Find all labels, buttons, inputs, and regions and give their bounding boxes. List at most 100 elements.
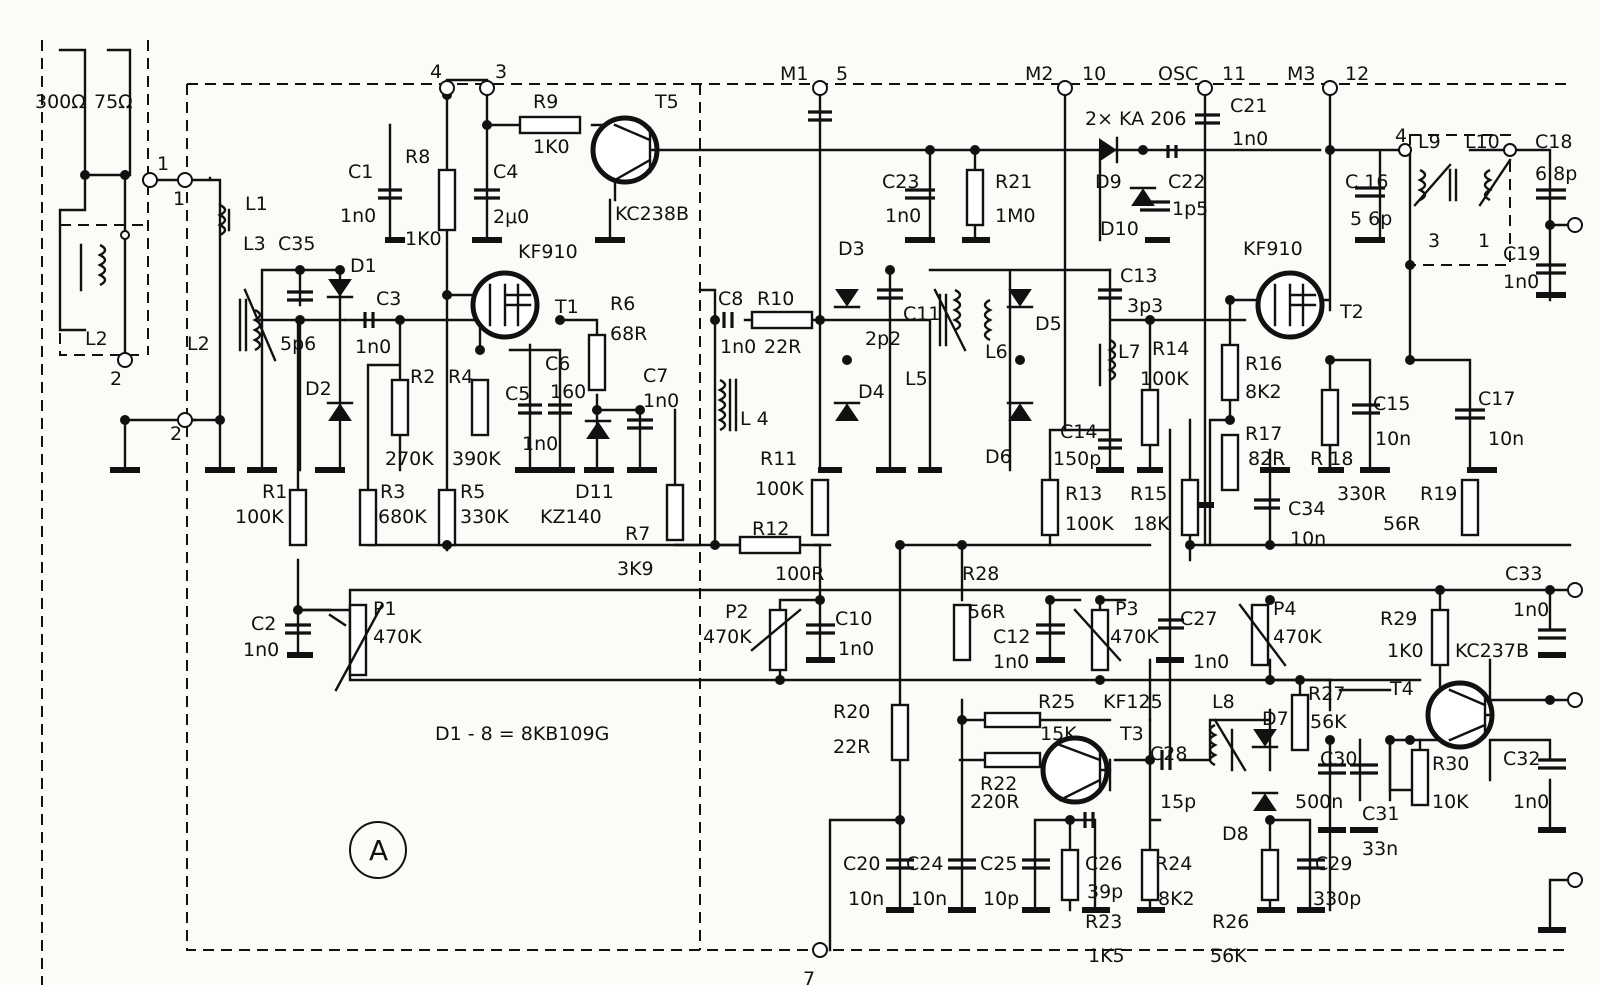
label-r26: R26 — [1212, 911, 1249, 933]
label-c25: C25 — [980, 853, 1017, 875]
label-1n0-c2: 1n0 — [243, 639, 279, 661]
label-22r-r20: 22R — [833, 736, 870, 758]
label-l7: L7 — [1118, 341, 1141, 363]
label-c32: C32 — [1503, 748, 1540, 770]
label-100k-r14: 100K — [1140, 368, 1189, 390]
label-l9-pin3: 3 — [1428, 230, 1440, 252]
label-100r: 100R — [775, 563, 824, 585]
label-pin-1b: 1 — [173, 188, 185, 210]
label-470k-p2: 470K — [703, 626, 752, 648]
resistor-r1 — [288, 488, 308, 547]
label-c10: C10 — [835, 608, 872, 630]
label-t5: T5 — [654, 91, 679, 113]
resistor-r10 — [750, 310, 814, 330]
label-t1: T1 — [554, 296, 579, 318]
label-l6: L6 — [985, 341, 1008, 363]
label-1n0-c7: 1n0 — [643, 390, 679, 412]
label-r24: R24 — [1155, 853, 1192, 875]
label-220r: 220R — [970, 791, 1019, 813]
label-c4: C4 — [493, 161, 518, 183]
label-56r-r19: 56R — [1383, 513, 1420, 535]
resistor-r4 — [470, 378, 490, 437]
label-c31: C31 — [1362, 803, 1399, 825]
label-1k0-r9: 1K0 — [533, 136, 570, 158]
label-l2: L2 — [187, 333, 210, 355]
label-2p2: 2p2 — [865, 328, 901, 350]
label-p2: P2 — [725, 601, 749, 623]
label-r21: R21 — [995, 171, 1032, 193]
label-1n0-c23: 1n0 — [885, 205, 921, 227]
label-1k5: 1K5 — [1088, 945, 1125, 967]
label-m3: M3 — [1287, 63, 1315, 85]
label-r2: R2 — [410, 366, 435, 388]
label-c11: C11 — [903, 303, 940, 325]
label-kf910-t1: KF910 — [518, 241, 578, 263]
label-10n-c24: 10n — [911, 888, 947, 910]
resistor-r23 — [1060, 848, 1080, 902]
label-r17: R17 — [1245, 423, 1282, 445]
label-pin-2b: 2 — [170, 423, 182, 445]
label-c20: C20 — [843, 853, 880, 875]
label-470k-p4: 470K — [1273, 626, 1322, 648]
resistor-r25 — [983, 711, 1042, 729]
label-d4: D4 — [858, 381, 885, 403]
resistor-r21 — [965, 168, 985, 227]
label-c8: C8 — [718, 288, 743, 310]
label-100k-r11: 100K — [755, 478, 804, 500]
label-1n0-c5: 1n0 — [522, 433, 558, 455]
label-1k0-r29: 1K0 — [1387, 640, 1424, 662]
label-c29: C29 — [1315, 853, 1352, 875]
label-pin-7: 7 — [803, 968, 815, 985]
label-pin-2a: 2 — [110, 368, 122, 390]
label-c28: C28 — [1150, 743, 1187, 765]
resistor-r27 — [1290, 693, 1310, 752]
ground-symbols — [110, 237, 1566, 933]
label-10n-c20: 10n — [848, 888, 884, 910]
label-100k-r13: 100K — [1065, 513, 1114, 535]
label-500n: 500n — [1295, 791, 1343, 813]
resistor-r11 — [810, 478, 830, 537]
label-8k2-r16: 8K2 — [1245, 381, 1282, 403]
label-300ohm: 300Ω — [35, 91, 86, 113]
label-r23: R23 — [1085, 911, 1122, 933]
label-2xka206: 2× KA 206 — [1085, 108, 1186, 130]
label-r25: R25 — [1038, 691, 1075, 713]
label-18k: 18K — [1133, 513, 1170, 535]
resistor-r20 — [890, 703, 910, 762]
label-8k2-r24: 8K2 — [1158, 888, 1195, 910]
label-r9: R9 — [533, 91, 558, 113]
label-pin-1a: 1 — [157, 153, 169, 175]
label-r22: R22 — [980, 773, 1017, 795]
label-c14: C14 — [1060, 421, 1097, 443]
label-m2: M2 — [1025, 63, 1053, 85]
resistor-r9 — [518, 115, 582, 135]
resistor-r22 — [983, 751, 1042, 769]
resistor-r17 — [1220, 433, 1240, 492]
label-1n0-c27: 1n0 — [1193, 651, 1229, 673]
label-r12: R12 — [752, 518, 789, 540]
capacitors — [285, 110, 1566, 870]
label-pin-3: 3 — [495, 61, 507, 83]
label-56k-r26: 56K — [1210, 945, 1247, 967]
label-82r: 82R — [1248, 448, 1285, 470]
label-1n0-c10: 1n0 — [838, 638, 874, 660]
resistor-r12 — [738, 535, 802, 555]
label-r3: R3 — [380, 481, 405, 503]
resistor-r30 — [1410, 748, 1430, 807]
label-osc: OSC — [1158, 63, 1198, 85]
label-c3: C3 — [376, 288, 401, 310]
terminals — [117, 80, 1583, 958]
label-c33: C33 — [1505, 563, 1542, 585]
label-1n0-c3: 1n0 — [355, 336, 391, 358]
label-l9: L9 — [1418, 131, 1441, 153]
resistors — [288, 115, 1480, 902]
label-r5: R5 — [460, 481, 485, 503]
label-c35: C35 — [278, 233, 315, 255]
label-kc237b: KC237B — [1455, 640, 1529, 662]
resistor-r29 — [1430, 608, 1450, 667]
label-100k-r1: 100K — [235, 506, 284, 528]
resistor-r6 — [587, 333, 607, 392]
label-c24: C24 — [906, 853, 943, 875]
potentiometer-p4 — [1250, 603, 1270, 667]
label-pin-5: 5 — [836, 63, 848, 85]
